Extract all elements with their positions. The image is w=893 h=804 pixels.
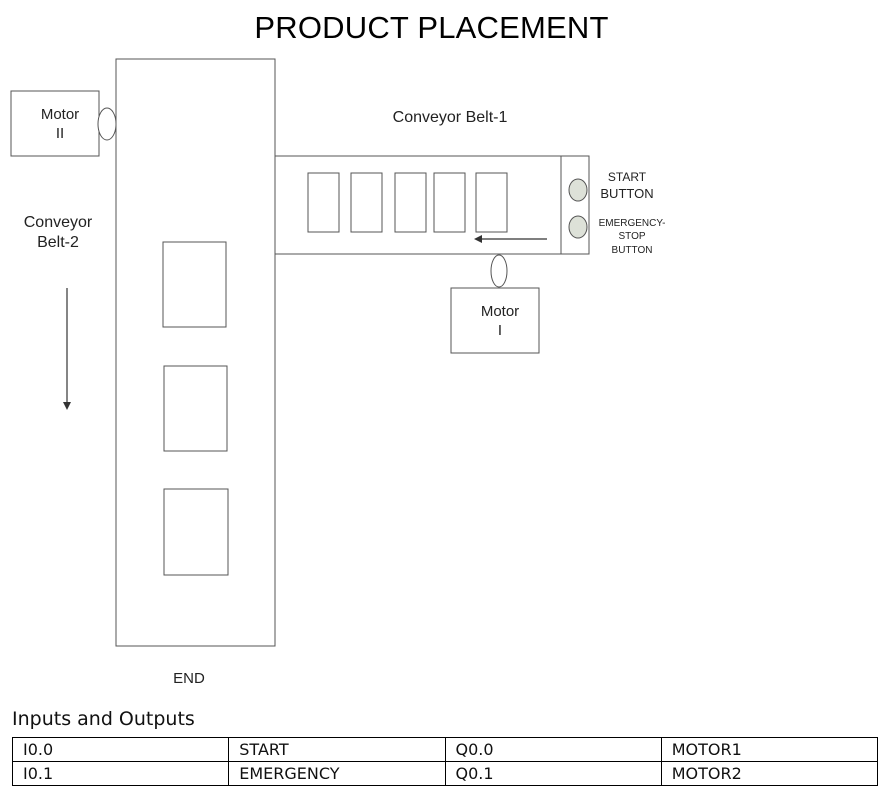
table-cell: MOTOR2 <box>660 761 879 786</box>
table-cell: START <box>228 737 446 762</box>
belt-1-product-4 <box>433 172 466 233</box>
belt-2-product-3 <box>163 488 229 576</box>
conveyor-diagram: Motor II Conveyor Belt-2 Conveyor Belt-1… <box>10 58 666 687</box>
table-cell: EMERGENCY <box>228 761 446 786</box>
conveyor-belt-2-label-line1: Conveyor <box>24 214 93 231</box>
io-caption: Inputs and Outputs <box>12 708 195 730</box>
belt-1-product-5 <box>475 172 508 233</box>
table-cell: I0.0 <box>11 737 230 762</box>
motor-i-box <box>450 287 540 354</box>
emergency-stop-button[interactable] <box>568 215 588 239</box>
motor-i-pulley <box>490 254 508 288</box>
belt-1-product-2 <box>350 172 383 233</box>
belt-2-product-2 <box>163 365 228 452</box>
conveyor-belt-1-label: Conveyor Belt-1 <box>393 109 508 126</box>
start-button[interactable] <box>568 178 588 202</box>
motor-ii-box <box>10 90 100 157</box>
io-table: I0.0 START Q0.0 MOTOR1 I0.1 EMERGENCY Q0… <box>11 737 879 786</box>
emergency-stop-label-line1: EMERGENCY- <box>599 218 666 229</box>
motor-i-label-line2: I <box>498 322 502 339</box>
table-cell: I0.1 <box>11 761 230 786</box>
table-row: I0.1 EMERGENCY Q0.1 MOTOR2 <box>11 761 879 786</box>
page-title: PRODUCT PLACEMENT <box>254 10 609 45</box>
emergency-stop-label-line3: BUTTON <box>612 245 653 256</box>
table-cell: Q0.0 <box>444 737 662 762</box>
motor-ii-label-line2: II <box>56 125 64 142</box>
table-cell: MOTOR1 <box>660 737 879 762</box>
motor-i-label-line1: Motor <box>481 303 519 320</box>
end-label: END <box>173 670 205 687</box>
conveyor-belt-2-label-line2: Belt-2 <box>37 234 79 251</box>
belt-2-product-1 <box>162 241 227 328</box>
emergency-stop-label-line2: STOP <box>618 231 645 242</box>
table-row: I0.0 START Q0.0 MOTOR1 <box>11 737 879 762</box>
motor-ii-label-line1: Motor <box>41 106 79 123</box>
start-button-label-line2: BUTTON <box>600 186 653 201</box>
start-button-label-line1: START <box>608 170 647 184</box>
button-panel <box>560 155 590 255</box>
table-cell: Q0.1 <box>444 761 662 786</box>
belt-1-product-3 <box>394 172 427 233</box>
motor-ii-pulley <box>97 107 117 141</box>
belt-1-product-1 <box>307 172 340 233</box>
